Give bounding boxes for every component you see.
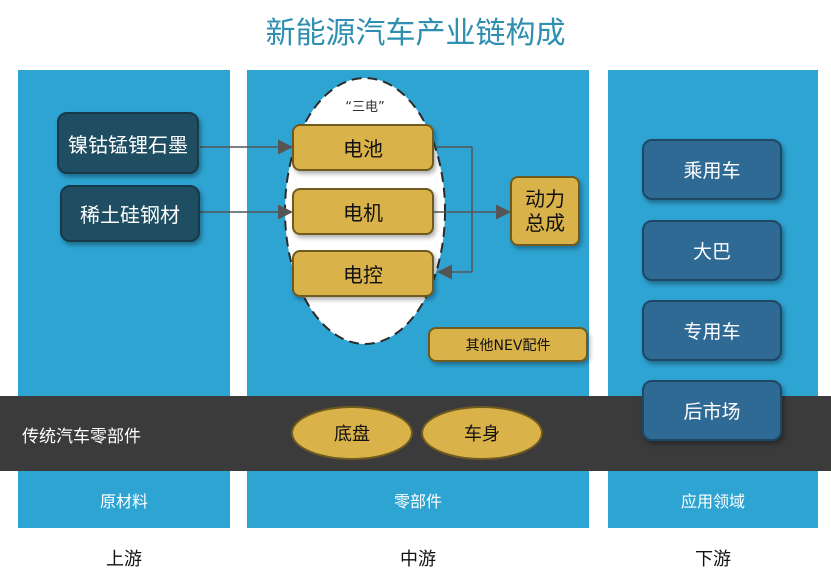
midstream-label: 中游 (400, 549, 436, 570)
aftermarket-box: 后市场 (642, 380, 782, 441)
battery-box: 电池 (292, 124, 434, 171)
passenger-car-box: 乘用车 (642, 139, 782, 200)
bus-box: 大巴 (642, 220, 782, 281)
body-ellipse: 车身 (421, 406, 543, 460)
diagram-title: 新能源汽车产业链构成 (265, 16, 566, 51)
powertrain-line-2: 总成 (525, 211, 565, 235)
material-box-nickel-cobalt: 镍钴锰锂石墨 (57, 112, 199, 174)
other-nev-parts-box: 其他NEV配件 (428, 327, 588, 362)
controller-box: 电控 (292, 250, 434, 297)
special-vehicle-box: 专用车 (642, 300, 782, 361)
material-box-rare-earth: 稀土硅钢材 (60, 185, 200, 242)
upstream-column-label: 原材料 (99, 492, 148, 511)
traditional-parts-label: 传统汽车零部件 (22, 427, 141, 447)
motor-box: 电机 (292, 188, 434, 235)
chassis-ellipse: 底盘 (291, 406, 413, 460)
powertrain-box: 动力 总成 (510, 176, 580, 246)
downstream-column-label: 应用领域 (680, 492, 745, 511)
midstream-column-label: 零部件 (393, 492, 442, 511)
upstream-label: 上游 (106, 549, 142, 570)
san-dian-label: “三电” (345, 100, 385, 115)
powertrain-line-1: 动力 (525, 187, 565, 211)
downstream-label: 下游 (695, 549, 731, 570)
